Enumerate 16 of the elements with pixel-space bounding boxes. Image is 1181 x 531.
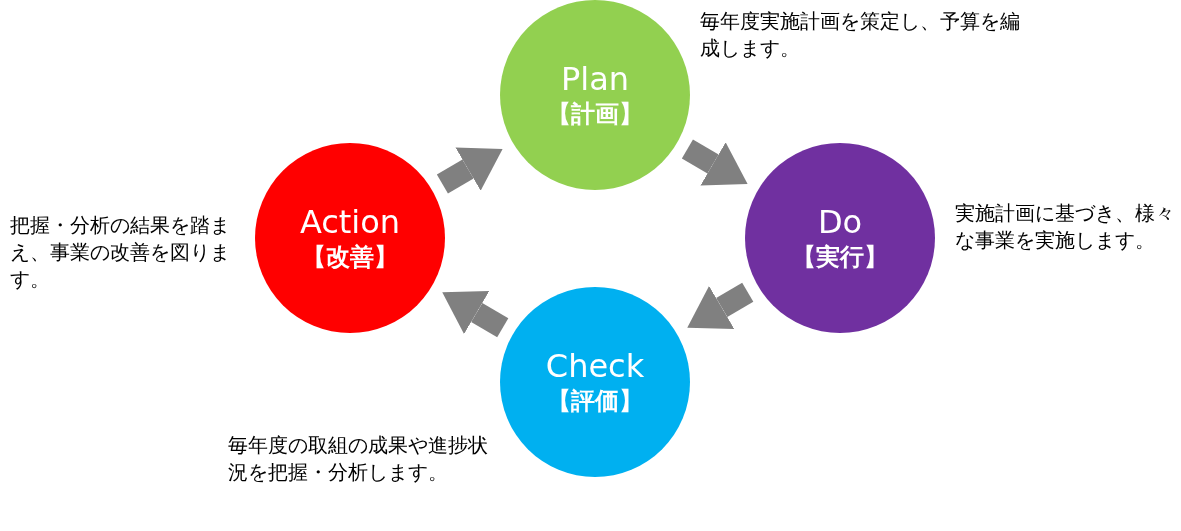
block-arrow: [681, 139, 748, 186]
phase-description: 把握・分析の結果を踏まえ、事業の改善を図ります。: [10, 212, 231, 293]
block-arrow: [687, 282, 754, 330]
block-arrow: [442, 290, 509, 338]
phase-name: 【計画】: [547, 98, 643, 130]
phase-title: Do: [817, 203, 863, 242]
block-arrow: [436, 147, 503, 194]
phase-description: 毎年度の取組の成果や進捗状況を把握・分析します。: [228, 432, 489, 486]
phase-description: 実施計画に基づき、様々な事業を実施します。: [955, 200, 1175, 254]
phase-title: Plan: [560, 60, 630, 99]
phase-name: 【実行】: [792, 241, 888, 273]
phase-name: 【評価】: [547, 385, 643, 417]
phase-title: Action: [299, 203, 401, 242]
phase-description: 毎年度実施計画を策定し、予算を編成します。: [700, 8, 1020, 62]
phase-name: 【改善】: [302, 241, 398, 273]
phase-title: Check: [545, 347, 645, 386]
